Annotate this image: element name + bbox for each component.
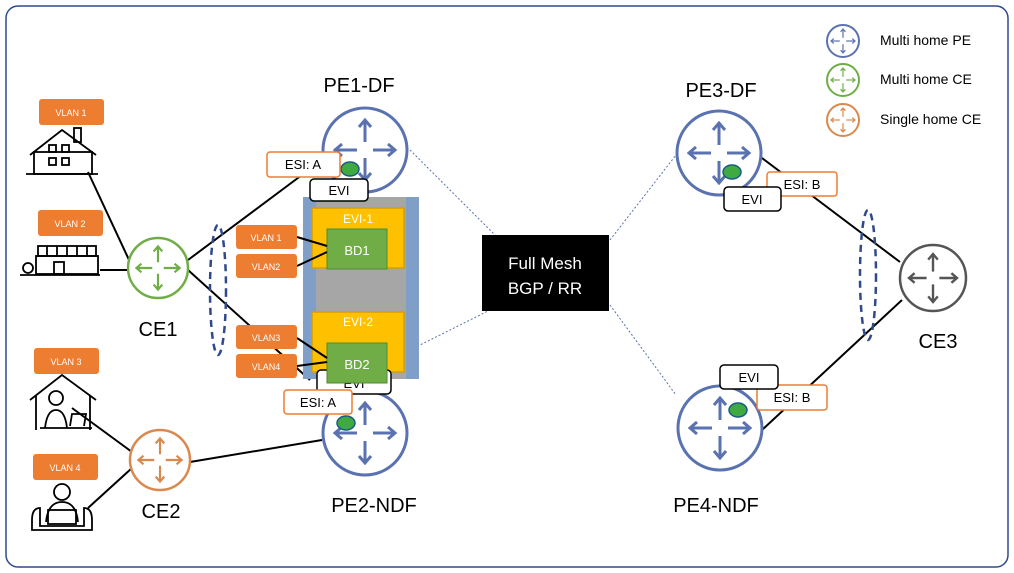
bd1-box[interactable] bbox=[326, 228, 388, 270]
vlan-tag-site1[interactable] bbox=[39, 99, 104, 125]
vlan-tag-pe1-a[interactable] bbox=[236, 225, 297, 249]
evi-tag-pe3 bbox=[723, 186, 782, 212]
pe4-label: PE4-NDF bbox=[673, 495, 759, 517]
home-office-icon bbox=[29, 373, 97, 430]
core-line2: BGP / RR bbox=[508, 279, 582, 298]
vlan-tag-pe2-b-label: VLAN4 bbox=[252, 362, 281, 372]
legend: Multi home PE Multi home CE Single home … bbox=[826, 24, 981, 137]
lag-ellipse-ce3 bbox=[858, 208, 878, 342]
core-line1: Full Mesh bbox=[508, 254, 582, 273]
esi-tag-pe3-label: ESI: B bbox=[784, 177, 821, 192]
vlan-tag-site4[interactable] bbox=[33, 454, 98, 480]
vlan-tag-site3[interactable] bbox=[34, 348, 99, 374]
df-indicator bbox=[722, 164, 742, 180]
vlan-tag-pe2-a[interactable] bbox=[236, 325, 297, 349]
vlan-tag-site2-label: VLAN 2 bbox=[54, 219, 85, 229]
evi-tag-pe1 bbox=[309, 178, 369, 202]
ce1-label: CE1 bbox=[139, 319, 178, 341]
vlan-tag-site3-label: VLAN 3 bbox=[50, 357, 81, 367]
esi-tag-pe1-label: ESI: A bbox=[285, 157, 321, 172]
esi-tag-pe4-label: ESI: B bbox=[774, 390, 811, 405]
ce1-router[interactable] bbox=[126, 236, 190, 300]
ce2-label: CE2 bbox=[142, 501, 181, 523]
legend-multi-ce-icon bbox=[826, 63, 860, 97]
lag-ellipse-ce1 bbox=[208, 223, 228, 357]
pe2-label: PE2-NDF bbox=[331, 495, 417, 517]
esi-tag-pe1 bbox=[266, 151, 341, 178]
legend-single-ce-label: Single home CE bbox=[880, 111, 981, 127]
house-icon bbox=[26, 127, 98, 175]
evi1-label: EVI-1 bbox=[343, 212, 373, 226]
vlan-tag-site4-label: VLAN 4 bbox=[49, 463, 80, 473]
legend-single-ce-icon bbox=[826, 103, 860, 137]
vlan-tag-site2[interactable] bbox=[38, 210, 103, 236]
evi-tag-pe1-label: EVI bbox=[329, 183, 350, 198]
evi-tag-pe4-label: EVI bbox=[739, 370, 760, 385]
core-box bbox=[482, 235, 609, 311]
vlan-tag-pe1-a-label: VLAN 1 bbox=[250, 233, 281, 243]
ce2-router[interactable] bbox=[128, 428, 192, 492]
bd1-label: BD1 bbox=[344, 243, 369, 258]
remote-worker-icon bbox=[31, 483, 93, 531]
vlan-bd-links bbox=[296, 236, 328, 367]
core-links bbox=[409, 149, 677, 396]
ce3-router[interactable] bbox=[898, 243, 968, 313]
vlan-tag-pe2-b[interactable] bbox=[236, 354, 297, 378]
evi2-label: EVI-2 bbox=[343, 315, 373, 329]
esi-tag-pe4 bbox=[756, 384, 828, 411]
legend-pe-label: Multi home PE bbox=[880, 32, 971, 48]
pe1-label: PE1-DF bbox=[323, 75, 394, 97]
esi-tag-pe2 bbox=[283, 389, 353, 415]
pe4-router[interactable] bbox=[676, 384, 764, 472]
bd2-label: BD2 bbox=[344, 357, 369, 372]
evi-tag-pe3-label: EVI bbox=[742, 192, 763, 207]
vlan-tag-pe1-b-label: VLAN2 bbox=[252, 262, 281, 272]
pe3-label: PE3-DF bbox=[685, 80, 756, 102]
esi-tag-pe2-label: ESI: A bbox=[300, 395, 336, 410]
legend-multi-ce-label: Multi home CE bbox=[880, 71, 972, 87]
legend-pe-icon bbox=[826, 24, 860, 58]
vlan-tag-pe2-a-label: VLAN3 bbox=[252, 333, 281, 343]
storefront-icon bbox=[20, 245, 100, 276]
ce3-label: CE3 bbox=[919, 331, 958, 353]
esi-tag-pe3 bbox=[766, 171, 838, 197]
df-indicator bbox=[728, 402, 748, 418]
df-indicator bbox=[336, 415, 356, 431]
pe3-router[interactable] bbox=[675, 109, 763, 197]
df-indicator bbox=[340, 161, 360, 177]
vlan-tag-site1-label: VLAN 1 bbox=[55, 108, 86, 118]
pe1-router[interactable] bbox=[321, 106, 409, 194]
evi-tag-pe4 bbox=[719, 364, 779, 390]
vlan-tag-pe1-b[interactable] bbox=[236, 254, 297, 278]
